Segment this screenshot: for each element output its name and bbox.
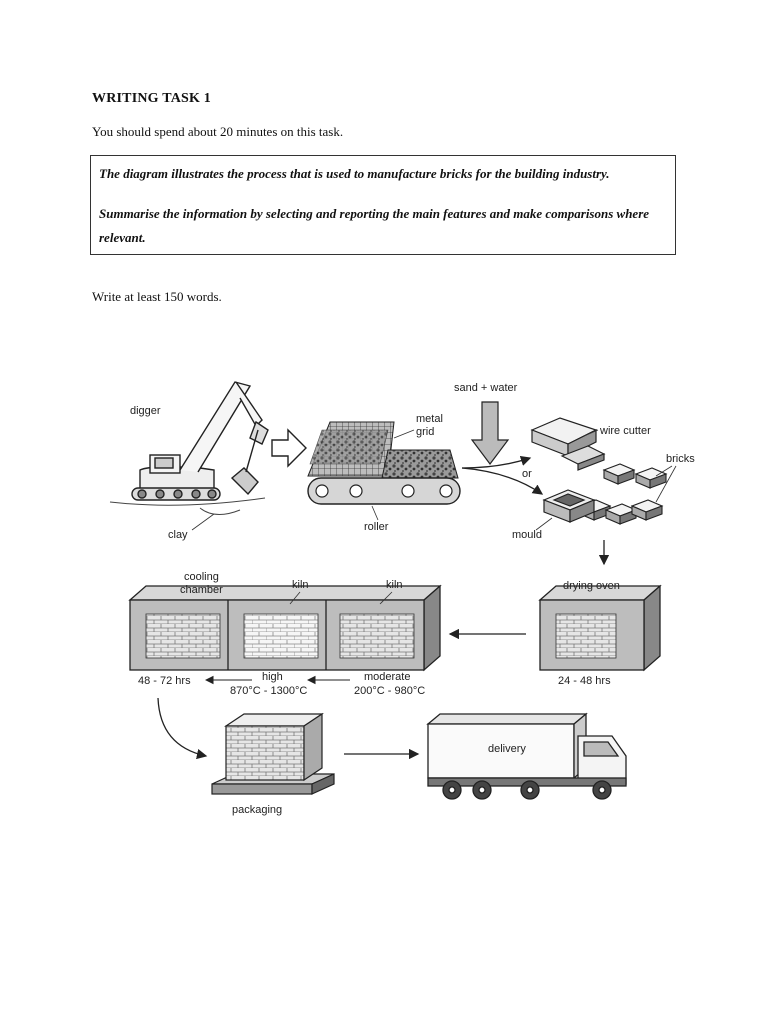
label-high-temp: 870°C - 1300°C — [230, 685, 307, 697]
label-grid: grid — [416, 426, 434, 438]
label-dry-time: 24 - 48 hrs — [558, 675, 611, 687]
label-delivery: delivery — [488, 743, 526, 755]
kiln-tunnel — [128, 584, 442, 672]
grid-pointer — [393, 429, 415, 439]
label-metal: metal — [416, 413, 443, 425]
clay-pointer — [191, 513, 215, 531]
label-cool-time: 48 - 72 hrs — [138, 675, 191, 687]
kiln-moderate-pointer — [379, 591, 393, 605]
label-moderate: moderate — [364, 671, 410, 683]
label-high: high — [262, 671, 283, 683]
label-kiln-moderate: kiln — [386, 579, 403, 591]
label-mould: mould — [512, 529, 542, 541]
bricks-pointer-1 — [655, 465, 673, 477]
drying-oven — [538, 584, 662, 672]
mould-pointer — [535, 517, 553, 531]
arrow-to-mould — [461, 467, 544, 495]
task-heading: WRITING TASK 1 — [92, 91, 211, 106]
label-digger: digger — [130, 405, 161, 417]
label-kiln-high: kiln — [292, 579, 309, 591]
sand-water-arrow-icon — [470, 401, 510, 465]
label-clay: clay — [168, 529, 188, 541]
wire-cutter-icon — [530, 417, 606, 471]
label-drying-oven: drying oven — [563, 580, 620, 592]
arrow-to-cutter — [461, 455, 532, 469]
mould-icon — [542, 489, 596, 523]
digger-icon — [131, 381, 269, 501]
brick-process-diagram: digger clay metal grid roller sand + wat… — [109, 381, 695, 816]
label-wire-cutter: wire cutter — [599, 425, 651, 437]
prompt-line-1: The diagram illustrates the process that… — [99, 166, 610, 181]
label-cooling: cooling — [184, 571, 219, 583]
kiln-high-pointer — [289, 591, 301, 605]
cutter-pointer — [583, 429, 599, 437]
prompt-line-2: Summarise the information by selecting a… — [99, 206, 650, 245]
label-packaging: packaging — [232, 804, 282, 816]
label-roller: roller — [364, 521, 389, 533]
label-chamber: chamber — [180, 584, 223, 596]
task-prompt-box: The diagram illustrates the process that… — [90, 155, 676, 255]
conveyor-roller — [307, 421, 461, 505]
hollow-arrow-icon — [271, 428, 307, 468]
delivery-truck-icon — [426, 712, 627, 800]
label-sand-water: sand + water — [454, 382, 518, 394]
clay-mound — [199, 507, 241, 515]
time-note: You should spend about 20 minutes on thi… — [92, 124, 344, 139]
ground-line — [109, 497, 266, 506]
packaging-pallet — [211, 712, 335, 795]
bricks-icon — [578, 463, 668, 525]
label-or: or — [522, 468, 532, 480]
label-moderate-temp: 200°C - 980°C — [354, 685, 425, 697]
roller-pointer — [371, 505, 379, 521]
word-count-note: Write at least 150 words. — [92, 289, 222, 304]
label-bricks: bricks — [666, 453, 695, 465]
arrow-to-packaging — [157, 697, 208, 760]
bricks-pointer-2 — [655, 465, 677, 503]
